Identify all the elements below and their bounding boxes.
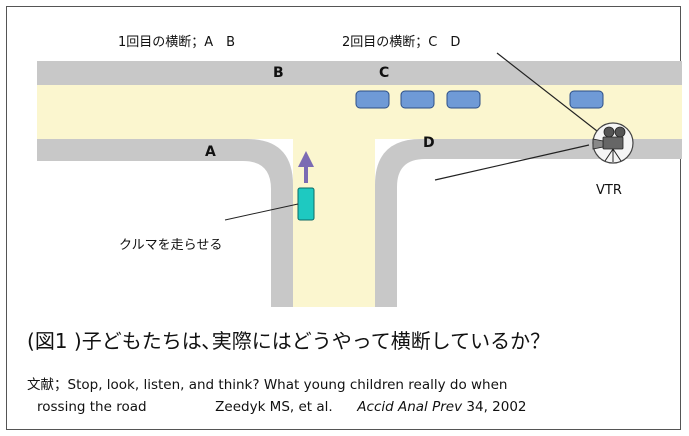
figure-frame: 1回目の横断；A B 2回目の横断；C D A B C D VTR クルマを走ら… <box>6 6 682 430</box>
figure-title-text: 子どもたちは､実際にはどうやって横断しているか？ <box>81 329 551 353</box>
figure-number: 図1 ) <box>34 329 82 353</box>
caption-leader-line <box>224 203 299 221</box>
cd-leader-line <box>496 52 598 132</box>
car-caption: クルマを走らせる <box>119 238 223 253</box>
parked-car <box>355 90 390 109</box>
figure-paren: ( <box>27 329 35 353</box>
parked-car <box>400 90 435 109</box>
reference-line-1: 文献；Stop, look, listen, and think? What y… <box>27 377 508 393</box>
intersection-diagram <box>37 52 682 307</box>
second-crossing-label: 2回目の横断；C D <box>342 35 461 50</box>
top-curb <box>37 61 682 85</box>
figure-title: (図1 )子どもたちは､実際にはどうやって横断しているか？ <box>27 325 550 354</box>
vtr-label: VTR <box>596 183 622 198</box>
point-c-label: C <box>379 65 390 81</box>
parked-car <box>446 90 481 109</box>
point-d-label: D <box>423 135 435 151</box>
video-camera-icon <box>592 122 634 164</box>
point-b-label: B <box>273 65 284 81</box>
reference-journal: Accid Anal Prev <box>357 399 463 415</box>
parked-car <box>569 90 604 109</box>
reference-volume-year: 34, 2002 <box>462 399 527 415</box>
point-a-label: A <box>205 144 216 160</box>
left-curb <box>37 139 293 307</box>
reference-line-2: rossing the road Zeedyk MS, et al. Accid… <box>37 399 527 415</box>
moving-car <box>297 187 315 221</box>
camera-view-line <box>434 144 590 181</box>
reference-authors: Zeedyk MS, et al. <box>215 399 333 415</box>
up-arrow-icon <box>298 151 314 183</box>
first-crossing-label: 1回目の横断；A B <box>118 35 236 50</box>
right-curb <box>375 139 682 307</box>
reference-title-end: rossing the road <box>37 399 147 415</box>
